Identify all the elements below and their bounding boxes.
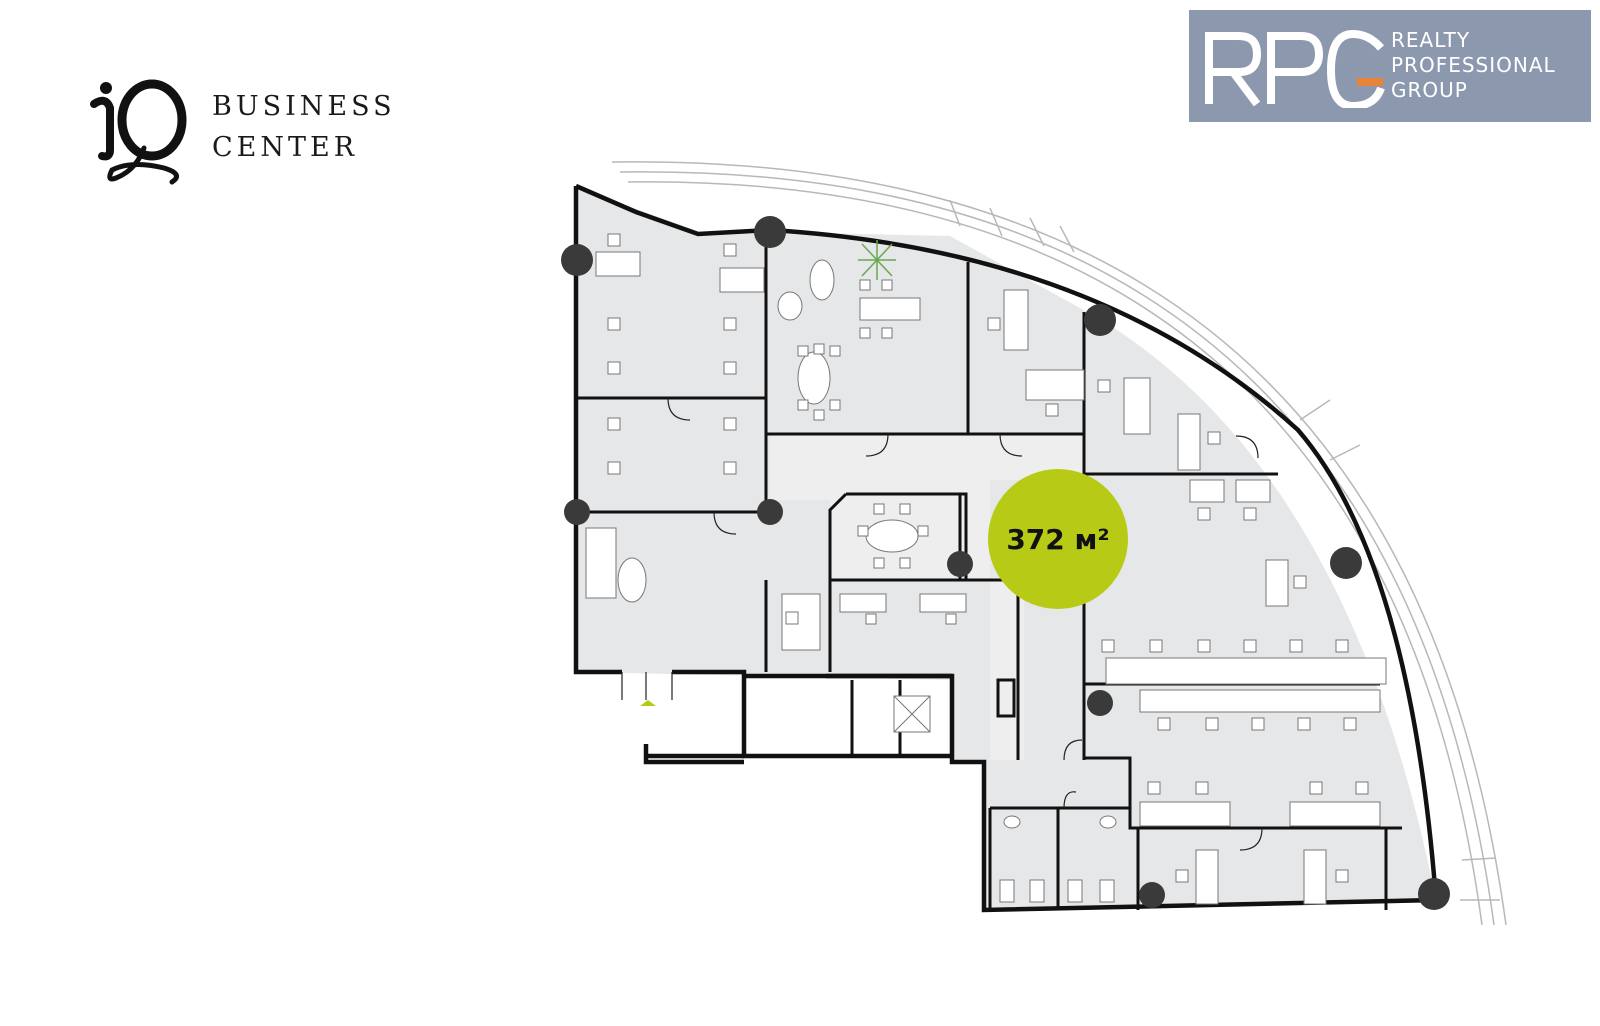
- column: [947, 551, 973, 577]
- doors: [621, 397, 1263, 851]
- column: [564, 499, 590, 525]
- brand-logo-block: BUSINESS CENTER: [88, 78, 392, 188]
- column: [754, 216, 786, 248]
- exterior-walls: [573, 183, 1439, 913]
- brand-line-1: BUSINESS: [212, 91, 396, 122]
- rpg-line-3: GROUP: [1391, 78, 1468, 102]
- column: [1418, 878, 1450, 910]
- rpg-logo-block: REALTY PROFESSIONAL GROUP: [1189, 10, 1591, 122]
- rpg-line-2: PROFESSIONAL: [1391, 53, 1556, 77]
- plant-icon: [858, 240, 896, 280]
- column: [1139, 882, 1165, 908]
- furniture: [585, 233, 1387, 905]
- entrance-arrow-icon: [640, 700, 656, 706]
- column: [1330, 547, 1362, 579]
- column: [757, 499, 783, 525]
- rpg-logo-mark: [1205, 29, 1385, 108]
- column: [1084, 304, 1116, 336]
- brand-line-2: CENTER: [212, 132, 359, 163]
- facade-glazing: [611, 161, 1507, 926]
- iq-logo: [90, 79, 187, 185]
- brand-name: BUSINESS CENTER: [212, 86, 396, 168]
- rpg-subtitle: REALTY PROFESSIONAL GROUP: [1391, 28, 1556, 103]
- rpg-line-1: REALTY: [1391, 28, 1471, 52]
- column: [1087, 690, 1113, 716]
- structural-columns: [561, 216, 1450, 910]
- area-badge: 372 м²: [988, 469, 1128, 609]
- column: [561, 244, 593, 276]
